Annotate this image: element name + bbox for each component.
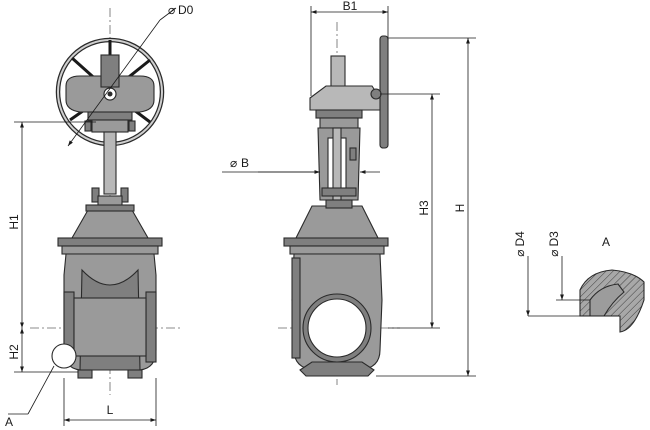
d4-label: ⌀ D4 <box>513 231 527 257</box>
b-dia-symbol: ⌀ <box>230 156 237 170</box>
front-view: ⌀ D0 H1 H2 L A <box>5 3 194 429</box>
d3-value-label: D3 <box>547 231 561 247</box>
detail-a-view: A ⌀ D4 ⌀ D3 <box>513 231 645 333</box>
b-label: B <box>241 156 249 170</box>
h3-label: H3 <box>417 200 431 216</box>
side-view: B1 ⌀ B H3 H <box>222 0 476 385</box>
h1-label: H1 <box>7 214 21 230</box>
b1-label: B1 <box>343 0 358 13</box>
l-label: L <box>107 403 114 417</box>
d0-dia-symbol: ⌀ <box>168 3 175 17</box>
d0-label: D0 <box>178 3 194 17</box>
detail-a-label: A <box>602 235 610 249</box>
h-label: H <box>453 204 467 213</box>
a-callout-label: A <box>5 415 13 429</box>
d3-label: ⌀ D3 <box>547 231 561 257</box>
d4-value-label: D4 <box>513 231 527 247</box>
d3-dia-symbol: ⌀ <box>547 250 561 257</box>
d4-dia-symbol: ⌀ <box>513 250 527 257</box>
h2-label: H2 <box>7 344 21 360</box>
